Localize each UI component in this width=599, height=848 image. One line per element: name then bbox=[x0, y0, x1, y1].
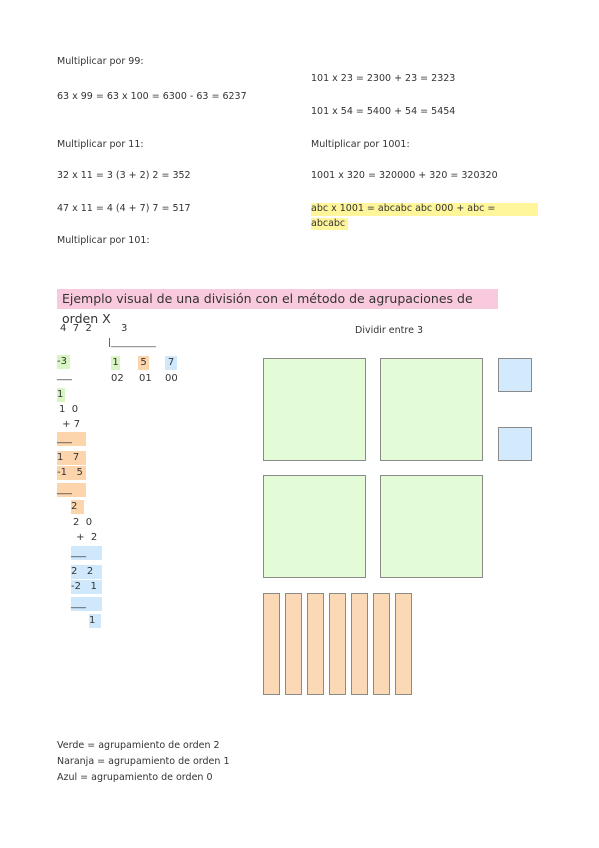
division-step: 2 0 bbox=[73, 517, 93, 528]
legend-orange: Naranja = agrupamiento de orden 1 bbox=[57, 756, 230, 767]
division-dividend: 4 7 2 bbox=[60, 323, 92, 334]
section-title: Ejemplo visual de una división con el mé… bbox=[57, 289, 498, 326]
example-multiply-11-a: 32 x 11 = 3 (3 + 2) 2 = 352 bbox=[57, 170, 191, 181]
quotient-label-tens: 01 bbox=[139, 373, 152, 384]
order-1-rod-block bbox=[263, 593, 280, 695]
order-1-rod-block bbox=[307, 593, 324, 695]
division-step: 1 0 bbox=[59, 404, 79, 415]
order-2-group-block bbox=[380, 358, 483, 461]
division-step: -1 5 bbox=[57, 466, 86, 480]
division-step: ___ bbox=[71, 546, 102, 560]
division-step: 1 bbox=[57, 388, 65, 402]
order-0-unit-block bbox=[498, 427, 532, 461]
quotient-digit-hundreds: 1 bbox=[111, 356, 120, 370]
division-divisor: 3 bbox=[121, 323, 128, 334]
example-multiply-1001: 1001 x 320 = 320000 + 320 = 320320 bbox=[311, 170, 498, 181]
heading-multiply-11: Multiplicar por 11: bbox=[57, 139, 144, 150]
division-step: ___ bbox=[57, 483, 86, 497]
legend-green: Verde = agrupamiento de orden 2 bbox=[57, 740, 220, 751]
division-step: 1 bbox=[89, 614, 101, 628]
order-0-unit-block bbox=[498, 358, 532, 392]
example-multiply-11-b: 47 x 11 = 4 (4 + 7) 7 = 517 bbox=[57, 203, 191, 214]
order-1-rod-block bbox=[285, 593, 302, 695]
order-2-group-block bbox=[380, 475, 483, 578]
heading-multiply-99: Multiplicar por 99: bbox=[57, 56, 144, 67]
division-step: + 7 bbox=[59, 419, 81, 430]
order-1-rod-block bbox=[395, 593, 412, 695]
order-1-rod-block bbox=[351, 593, 368, 695]
example-multiply-101-a: 101 x 23 = 2300 + 23 = 2323 bbox=[311, 73, 456, 84]
example-multiply-101-b: 101 x 54 = 5400 + 54 = 5454 bbox=[311, 106, 456, 117]
abc-formula-line-1: abc x 1001 = abcabc abc 000 + abc = bbox=[311, 203, 538, 216]
heading-multiply-101: Multiplicar por 101: bbox=[57, 235, 150, 246]
quotient-digit-units: 7 bbox=[165, 356, 177, 370]
quotient-label-units: 00 bbox=[165, 373, 178, 384]
division-bracket: |__________ bbox=[108, 338, 157, 348]
heading-multiply-1001: Multiplicar por 1001: bbox=[311, 139, 410, 150]
order-1-rod-block bbox=[373, 593, 390, 695]
order-2-group-block bbox=[263, 475, 366, 578]
division-step: 2 2 bbox=[71, 565, 102, 579]
division-step: ___ bbox=[57, 432, 86, 446]
division-step: 1 7 bbox=[57, 451, 86, 465]
legend-blue: Azul = agrupamiento de orden 0 bbox=[57, 772, 213, 783]
order-2-group-block bbox=[263, 358, 366, 461]
division-step: ___ bbox=[71, 597, 102, 611]
quotient-label-hundreds: 02 bbox=[111, 373, 124, 384]
quotient-digit-tens: 5 bbox=[138, 356, 149, 370]
visual-title: Dividir entre 3 bbox=[355, 325, 424, 336]
division-step: -3 bbox=[57, 355, 70, 369]
division-step: + 2 bbox=[73, 532, 98, 543]
division-step: 2 bbox=[71, 500, 84, 514]
order-1-rod-block bbox=[329, 593, 346, 695]
abc-formula-line-2: abcabc bbox=[311, 218, 349, 230]
division-step: -2 1 bbox=[71, 580, 102, 594]
example-multiply-99: 63 x 99 = 63 x 100 = 6300 - 63 = 6237 bbox=[57, 91, 247, 102]
division-step: ___ bbox=[57, 370, 72, 381]
